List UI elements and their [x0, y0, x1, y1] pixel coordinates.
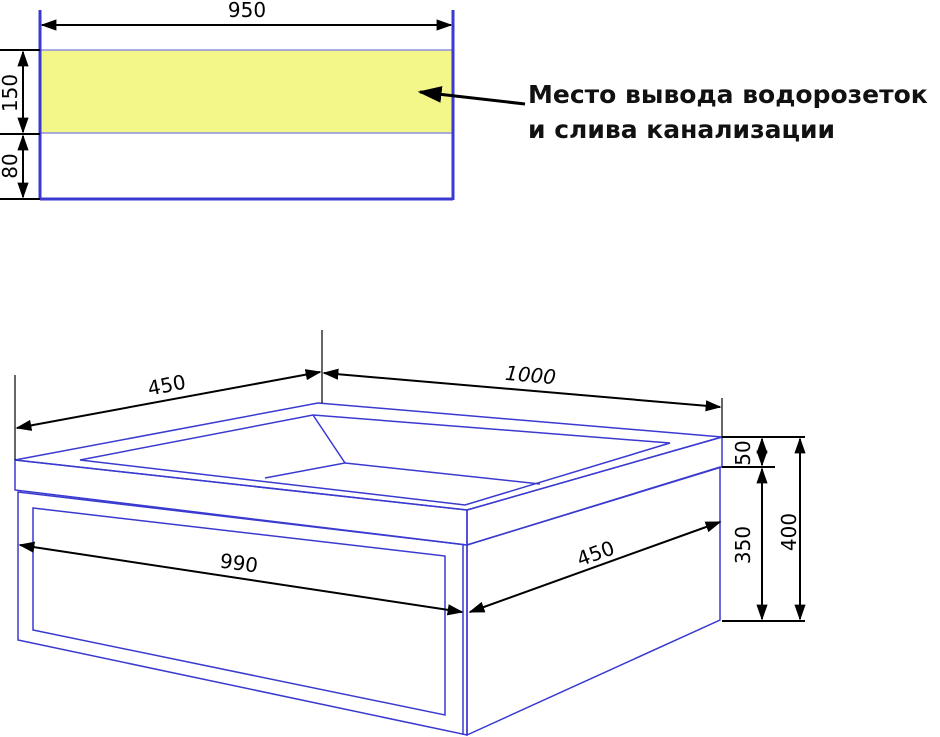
dim-line-width-top	[322, 368, 722, 412]
iso-view: 450 1000 50 350 400 990 450	[14, 330, 806, 737]
dim-label-cabinet: 350	[731, 526, 755, 564]
sink-basin-rim	[79, 414, 671, 506]
note-line-2: и слива канализации	[528, 115, 835, 144]
dim-label-side-depth: 450	[574, 536, 618, 572]
dim-label-80: 80	[0, 153, 22, 178]
pointer-arrow	[417, 86, 526, 106]
dim-label-150: 150	[0, 74, 22, 112]
drawer-panel	[32, 507, 446, 716]
dim-line-side-depth	[468, 521, 722, 613]
dim-label-front-width: 990	[218, 549, 259, 578]
plan-view: 950 150 80	[0, 0, 526, 201]
dim-label-width-top: 1000	[504, 361, 557, 389]
outlet-zone	[39, 49, 454, 134]
dim-label-slab: 50	[731, 440, 755, 465]
cabinet-front	[17, 491, 468, 736]
countertop-side	[466, 436, 723, 547]
note-line-1: Место вывода водорозеток	[528, 80, 928, 109]
dim-label-total: 400	[777, 513, 801, 551]
dim-line-front-width	[18, 541, 464, 616]
sink-basin-edge	[344, 462, 541, 485]
sink-basin-edge	[264, 414, 347, 479]
cabinet-side	[466, 465, 721, 737]
dim-line-depth-top	[15, 369, 322, 431]
dim-label-depth-top: 450	[146, 370, 188, 401]
dim-label-950: 950	[228, 0, 266, 22]
